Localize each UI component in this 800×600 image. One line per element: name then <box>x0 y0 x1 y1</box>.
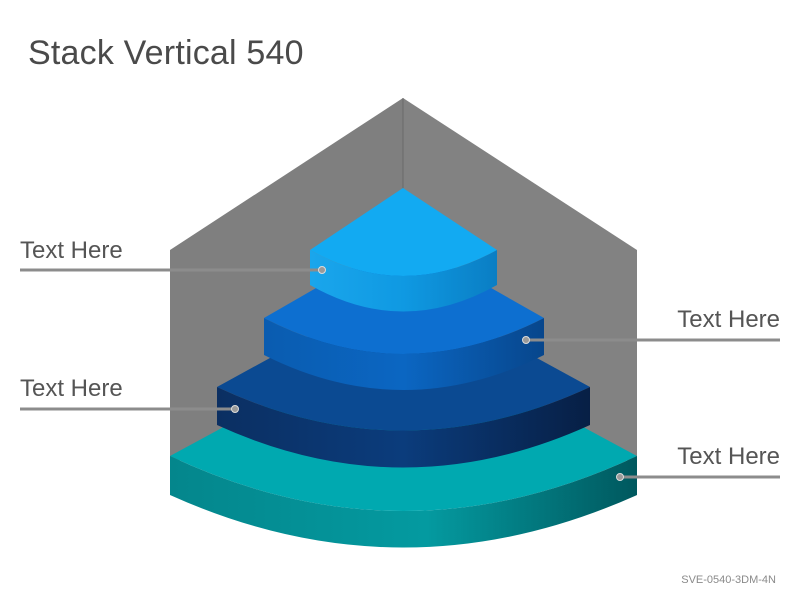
stack-tier-1 <box>310 188 497 312</box>
label-tier-3: Text Here <box>20 375 123 402</box>
tier-1-top <box>310 188 497 276</box>
leader-line-4 <box>616 473 780 481</box>
tier-2-front <box>264 318 544 390</box>
tier-3-front <box>217 387 590 468</box>
leader-line-2 <box>522 336 780 344</box>
leader-line-1 <box>20 266 326 274</box>
label-tier-1: Text Here <box>20 237 123 264</box>
leader-lines <box>20 266 780 481</box>
tier-1-front <box>310 250 497 312</box>
tier-4-front <box>170 456 637 548</box>
label-tier-4: Text Here <box>677 443 780 470</box>
label-tier-2: Text Here <box>677 306 780 333</box>
leader-line-3 <box>20 405 239 413</box>
footer-code: SVE-0540-3DM-4N <box>681 574 776 586</box>
page-title: Stack Vertical 540 <box>28 34 304 72</box>
